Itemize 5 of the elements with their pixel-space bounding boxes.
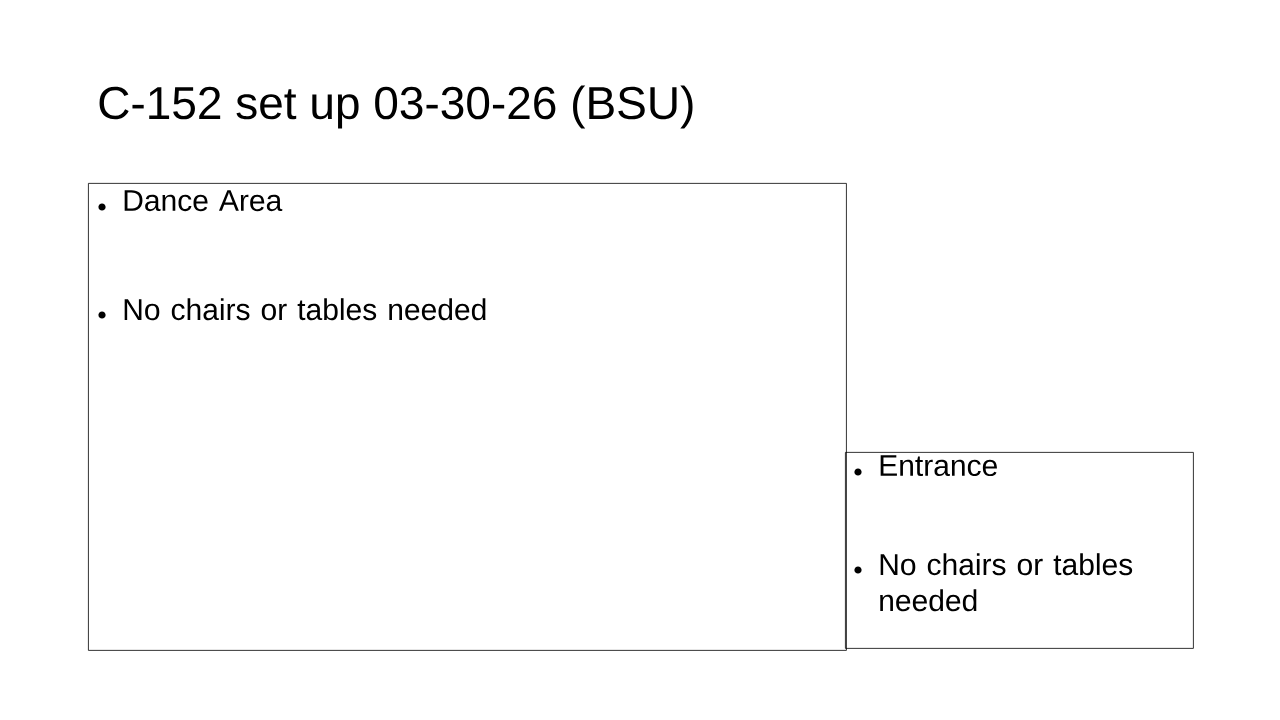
title: C-152 set up 03-30-26 (BSU) [99,85,693,129]
bullet-item: No chairs or tables needed [854,553,1133,612]
bullet-item: Entrance [854,455,997,477]
bullet-item: Dance Area [98,190,283,212]
bullet-item: No chairs or tables needed [98,298,486,321]
